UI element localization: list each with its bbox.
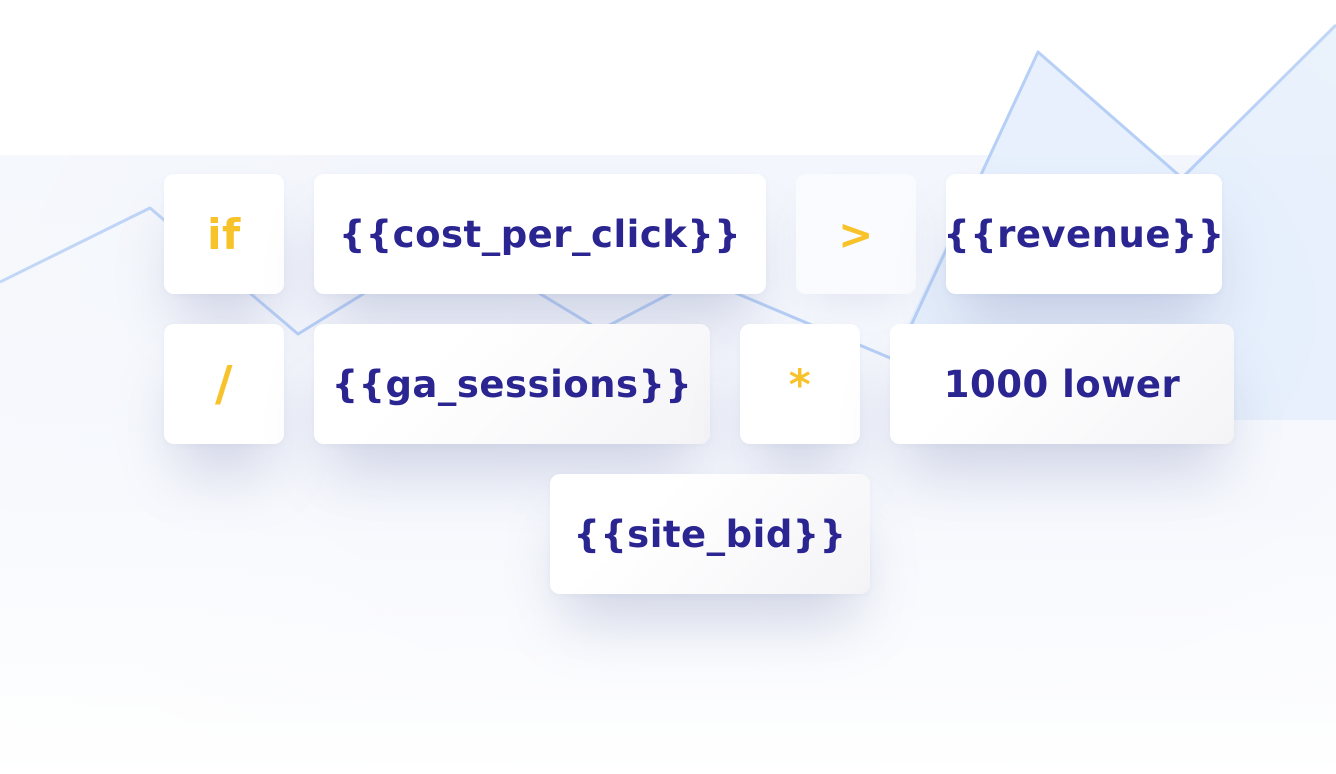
multiply-operator-tile[interactable]: * [740,324,860,444]
divide-operator-tile[interactable]: / [164,324,284,444]
cost-per-click-variable-label: {{cost_per_click}} [338,212,742,256]
ga-sessions-variable-label: {{ga_sessions}} [331,362,693,406]
divide-operator-label: / [214,356,234,412]
greater-than-operator-label: > [838,209,874,259]
if-keyword-tile[interactable]: if [164,174,284,294]
revenue-variable-tile[interactable]: {{revenue}} [943,174,1225,294]
multiply-operator-label: * [788,359,812,409]
revenue-variable-label: {{revenue}} [943,212,1225,256]
if-keyword-label: if [207,209,241,259]
literal-value-label: 1000 lower [943,362,1181,406]
cost-per-click-variable-tile[interactable]: {{cost_per_click}} [314,174,766,294]
greater-than-operator-tile[interactable]: > [796,174,916,294]
site-bid-variable-label: {{site_bid}} [573,512,847,556]
ga-sessions-variable-tile[interactable]: {{ga_sessions}} [314,324,710,444]
site-bid-variable-tile[interactable]: {{site_bid}} [550,474,870,594]
literal-value-tile[interactable]: 1000 lower [890,324,1234,444]
